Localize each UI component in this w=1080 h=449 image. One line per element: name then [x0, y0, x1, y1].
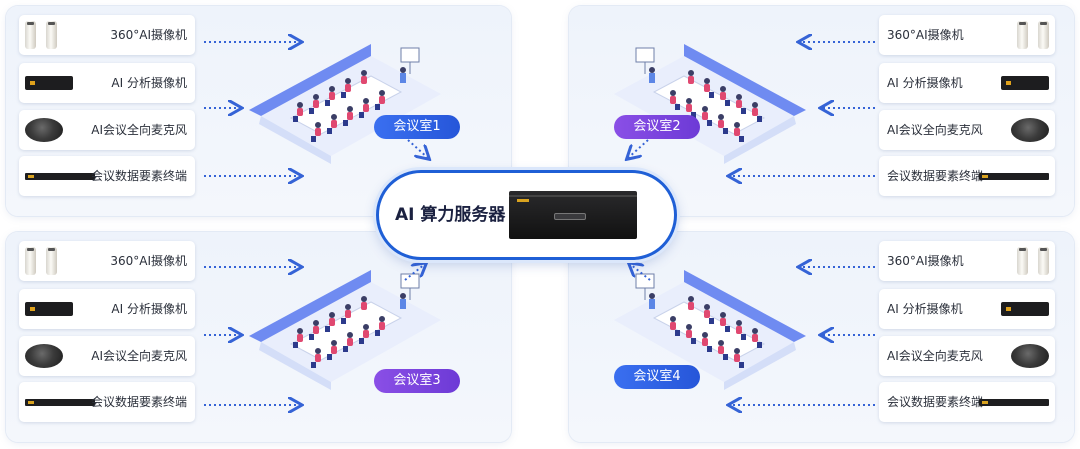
- ai-compute-server: AI 算力服务器: [376, 170, 677, 260]
- room-badge: 会议室2: [614, 115, 700, 139]
- box-camera-icon: [1001, 63, 1049, 103]
- arrow: [630, 264, 651, 281]
- device-label: 360°AI摄像机: [110, 28, 187, 42]
- microphone-icon: [25, 336, 63, 376]
- microphone-icon: [1011, 110, 1049, 150]
- device-microphone: AI会议全向麦克风: [19, 336, 195, 376]
- cylinder-camera-icon: [25, 15, 57, 55]
- server-title: AI 算力服务器: [395, 205, 506, 225]
- device-microphone: AI会议全向麦克风: [19, 110, 195, 150]
- device-label: AI会议全向麦克风: [91, 349, 187, 363]
- room-badge: 会议室4: [614, 365, 700, 389]
- device-360-camera: 360°AI摄像机: [879, 241, 1055, 281]
- box-camera-icon: [25, 289, 73, 329]
- cylinder-camera-icon: [1017, 241, 1049, 281]
- microphone-icon: [25, 110, 63, 150]
- device-terminal: 会议数据要素终端: [879, 156, 1055, 196]
- arrow: [404, 264, 425, 281]
- arrow: [407, 139, 428, 158]
- device-360-camera: 360°AI摄像机: [19, 241, 195, 281]
- device-analysis-camera: AI 分析摄像机: [879, 63, 1055, 103]
- microphone-icon: [1011, 336, 1049, 376]
- box-camera-icon: [1001, 289, 1049, 329]
- device-microphone: AI会议全向麦克风: [879, 336, 1055, 376]
- device-label: AI 分析摄像机: [887, 76, 963, 90]
- device-label: 360°AI摄像机: [887, 254, 964, 268]
- box-camera-icon: [25, 63, 73, 103]
- device-label: AI 分析摄像机: [887, 302, 963, 316]
- device-label: 360°AI摄像机: [110, 254, 187, 268]
- device-label: 360°AI摄像机: [887, 28, 964, 42]
- device-terminal: 会议数据要素终端: [19, 382, 195, 422]
- device-terminal: 会议数据要素终端: [879, 382, 1055, 422]
- device-label: AI会议全向麦克风: [887, 123, 983, 137]
- device-analysis-camera: AI 分析摄像机: [19, 289, 195, 329]
- device-terminal: 会议数据要素终端: [19, 156, 195, 196]
- arrow: [628, 139, 649, 158]
- room-badge: 会议室1: [374, 115, 460, 139]
- device-label: AI 分析摄像机: [111, 302, 187, 316]
- terminal-icon: [979, 382, 1049, 422]
- device-analysis-camera: AI 分析摄像机: [879, 289, 1055, 329]
- device-label: 会议数据要素终端: [90, 169, 187, 183]
- device-360-camera: 360°AI摄像机: [19, 15, 195, 55]
- room-panel-1: 360°AI摄像机 AI 分析摄像机 AI会议全向麦克风 会议数据要素终端 会议…: [6, 6, 511, 216]
- cylinder-camera-icon: [1017, 15, 1049, 55]
- server-rack-icon: [509, 191, 637, 239]
- device-label: 会议数据要素终端: [90, 395, 187, 409]
- device-analysis-camera: AI 分析摄像机: [19, 63, 195, 103]
- terminal-icon: [25, 156, 95, 196]
- device-label: 会议数据要素终端: [887, 395, 984, 409]
- terminal-icon: [979, 156, 1049, 196]
- device-label: AI会议全向麦克风: [91, 123, 187, 137]
- device-label: AI 分析摄像机: [111, 76, 187, 90]
- device-microphone: AI会议全向麦克风: [879, 110, 1055, 150]
- room-badge: 会议室3: [374, 369, 460, 393]
- device-label: 会议数据要素终端: [887, 169, 984, 183]
- terminal-icon: [25, 382, 95, 422]
- cylinder-camera-icon: [25, 241, 57, 281]
- device-label: AI会议全向麦克风: [887, 349, 983, 363]
- device-360-camera: 360°AI摄像机: [879, 15, 1055, 55]
